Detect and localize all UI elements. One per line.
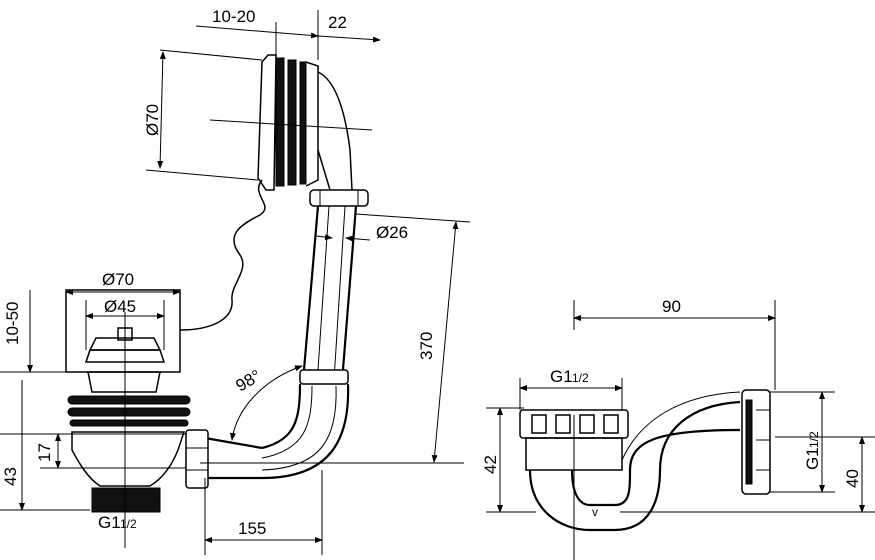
dim-length-155: 155 <box>238 519 266 538</box>
dim-trap-height-40: 40 <box>843 469 862 488</box>
overflow-head <box>209 54 373 207</box>
thread-trap-top-fraction: 1/2 <box>572 371 589 385</box>
thread-trap-side-text: G1 <box>803 447 822 470</box>
thread-label-bottom: G1 1/2 <box>98 513 137 532</box>
bowden-cable <box>179 179 266 331</box>
dim-height-43: 43 <box>1 467 20 486</box>
thread-label-trap-side: G1 1/2 <box>803 431 822 470</box>
waste-fitting <box>65 289 191 548</box>
dim-trap-width: 90 <box>662 297 681 316</box>
dim-height-370: 370 <box>417 332 436 360</box>
thread-trap-side-fraction: 1/2 <box>807 431 821 448</box>
dim-height-17: 17 <box>35 443 54 462</box>
dim-waste-outer-diameter: Ø70 <box>102 270 134 289</box>
dim-plug-range: 10-50 <box>3 302 22 345</box>
svg-text:v: v <box>592 505 598 519</box>
thread-bottom-fraction: 1/2 <box>120 517 137 531</box>
thread-bottom-text: G1 <box>98 513 121 532</box>
dim-waste-inner-diameter: Ø45 <box>104 297 136 316</box>
dim-pipe-diameter: Ø26 <box>376 223 408 242</box>
thread-label-trap-top: G1 1/2 <box>550 367 589 386</box>
thread-trap-top-text: G1 <box>550 367 573 386</box>
dim-trap-height-42: 42 <box>481 455 500 474</box>
vertical-pipe <box>185 205 358 489</box>
trap: v <box>519 389 771 560</box>
dimension-lines <box>0 10 875 555</box>
dim-top-width: 10-20 <box>212 7 255 26</box>
dim-overflow-diameter: Ø70 <box>143 104 162 136</box>
dim-top-depth: 22 <box>328 13 347 32</box>
